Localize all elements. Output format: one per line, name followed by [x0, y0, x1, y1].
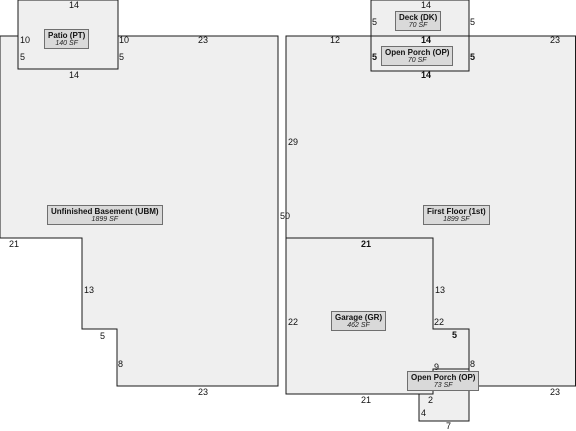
- dim-first-left: 29: [288, 137, 299, 147]
- dim-garage-left: 22: [288, 317, 299, 327]
- basement-area: 1899 SF: [91, 216, 119, 223]
- dim-patio-right-lower: 5: [119, 52, 125, 62]
- dim-deck-right: 5: [470, 17, 476, 27]
- dim-garage-step: 22: [434, 317, 445, 327]
- first-floor-label: First Floor (1st) 1899 SF: [423, 205, 490, 225]
- first-floor-area: 1899 SF: [443, 216, 470, 223]
- dim-deck-left: 5: [372, 17, 378, 27]
- open-porch-top-area: 70 SF: [407, 57, 427, 64]
- dim-basement-right: 50: [280, 211, 291, 221]
- dim-patio-bottom: 14: [69, 70, 80, 80]
- dim-patio-left-lower: 5: [20, 52, 26, 62]
- first-floor-name: First Floor (1st): [427, 207, 486, 216]
- dim-patio-left: 10: [20, 35, 31, 45]
- dim-porch2-c: 7: [446, 421, 452, 431]
- dim-porch2-top: 5: [452, 330, 458, 340]
- dim-porch-left: 5: [372, 52, 378, 62]
- dim-basement-left: 21: [9, 239, 20, 249]
- open-porch-bottom-name: Open Porch (OP): [411, 373, 476, 382]
- dim-patio-top: 14: [69, 0, 80, 10]
- dim-porch-right: 5: [470, 52, 476, 62]
- dim-basement-bottom: 23: [198, 387, 209, 397]
- dim-porch2-a: 2: [428, 395, 434, 405]
- patio-area: 140 SF: [55, 40, 78, 47]
- open-porch-top-name: Open Porch (OP): [385, 48, 450, 57]
- dim-patio-right: 10: [119, 35, 130, 45]
- dim-porch-bottom: 14: [421, 70, 432, 80]
- garage-name: Garage (GR): [335, 313, 383, 322]
- deck-area: 70 SF: [408, 22, 428, 29]
- basement-name: Unfinished Basement (UBM): [51, 207, 159, 216]
- dim-garage-bottom: 21: [361, 395, 372, 405]
- dim-deck-top: 14: [421, 0, 432, 10]
- dim-garage-top: 21: [361, 239, 372, 249]
- dim-first-bottom: 23: [550, 387, 561, 397]
- dim-basement-step: 5: [100, 331, 106, 341]
- dim-porch-top: 14: [421, 35, 432, 45]
- garage-label: Garage (GR) 462 SF: [331, 311, 387, 331]
- dim-basement-lower: 8: [118, 359, 124, 369]
- deck-name: Deck (DK): [399, 13, 438, 22]
- dim-basement-notch: 13: [84, 285, 95, 295]
- patio-label: Patio (PT) 140 SF: [44, 29, 90, 49]
- dim-porch2-right: 8: [470, 359, 476, 369]
- dim-porch2-b: 4: [421, 408, 427, 418]
- deck-label: Deck (DK) 70 SF: [395, 11, 442, 31]
- patio-name: Patio (PT): [48, 31, 86, 40]
- basement-label: Unfinished Basement (UBM) 1899 SF: [47, 205, 163, 225]
- dim-first-top-left: 12: [330, 35, 341, 45]
- dim-first-top-right: 23: [550, 35, 561, 45]
- open-porch-bottom-area: 73 SF: [433, 382, 453, 389]
- dim-porch2-left: 9: [434, 362, 440, 372]
- open-porch-bottom-label: Open Porch (OP) 73 SF: [407, 371, 480, 391]
- dim-garage-right: 13: [435, 285, 446, 295]
- dim-basement-top: 23: [198, 35, 209, 45]
- open-porch-top-label: Open Porch (OP) 70 SF: [381, 46, 454, 66]
- garage-area: 462 SF: [347, 322, 370, 329]
